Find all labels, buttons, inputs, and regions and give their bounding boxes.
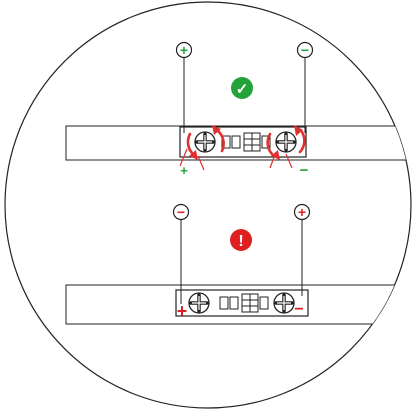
terminal-label-negative: −	[300, 162, 309, 179]
exclamation-icon: !	[230, 229, 252, 251]
status-symbol-correct: ✓	[236, 81, 249, 98]
terminal-label-negative: −	[294, 301, 303, 318]
negative-probe-icon: −	[296, 41, 314, 59]
screw-icon	[188, 292, 210, 314]
probe-sign-positive: +	[298, 204, 306, 220]
terminal-label-positive: +	[180, 163, 188, 178]
probe-sign-positive: +	[180, 42, 188, 58]
probe-sign-negative: −	[177, 204, 185, 220]
screw-icon	[273, 292, 295, 314]
magnifier-circle	[4, 1, 412, 409]
negative-probe-icon: −	[172, 203, 190, 221]
positive-probe-icon: +	[293, 203, 311, 221]
tool-tip-line	[179, 148, 293, 171]
probe-sign-negative: −	[301, 42, 309, 58]
rotate-arrow-icon	[186, 129, 306, 156]
status-symbol-incorrect: !	[238, 233, 243, 250]
check-mark-icon: ✓	[231, 77, 253, 99]
positive-probe-icon: +	[175, 41, 193, 59]
screw-icon	[275, 131, 297, 153]
screw-icon	[194, 131, 216, 153]
terminal-label-positive: +	[177, 301, 188, 321]
